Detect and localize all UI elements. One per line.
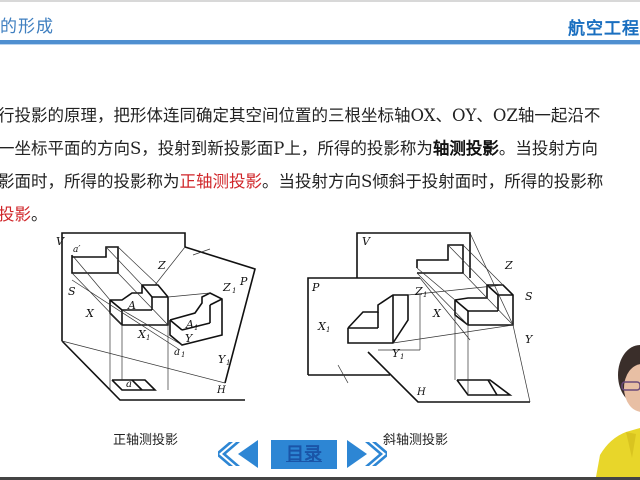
brand-label: 航空工程: [568, 19, 640, 39]
label-A1: A: [185, 318, 194, 331]
text: 一坐标平面的方向S，投射到新投影面P上，所得的投影称为: [0, 139, 433, 158]
label-Z: Z: [504, 259, 513, 272]
label-H: H: [416, 387, 426, 398]
oblique-axonometric-figure: V P Z Z 1 S X X 1 Y Y 1 H: [307, 232, 534, 403]
presenter-video: [596, 330, 640, 477]
label-H: H: [216, 385, 226, 396]
label-A1-sub: 1: [194, 324, 198, 332]
body-paragraph: 行投影的原理，把形体连同确定其空间位置的三根坐标轴OX、OY、OZ轴一起沿不 一…: [0, 99, 640, 231]
orthogonal-axonometric-figure: V a′ Z P Z 1 S A X A 1 X 1 Y a 1 Y 1 a H: [56, 232, 256, 401]
label-a1-sub: 1: [181, 351, 185, 359]
label-V: V: [56, 235, 65, 248]
caption-oblique: 斜轴测投影: [383, 433, 449, 448]
term-projection: 投影: [0, 205, 31, 224]
term-axonometric: 轴测投影: [432, 139, 499, 158]
label-Y1: Y: [392, 347, 401, 360]
text: 。当投射方向S倾斜于投射面时，所得的投影称: [262, 172, 604, 191]
paragraph-line-1: 行投影的原理，把形体连同确定其空间位置的三根坐标轴OX、OY、OZ轴一起沿不: [0, 106, 601, 125]
label-Z1: Z: [222, 281, 231, 294]
label-A: A: [127, 299, 136, 312]
paragraph-line-2: 一坐标平面的方向S，投射到新投影面P上，所得的投影称为轴测投影。当投射方向: [0, 132, 640, 165]
label-X: X: [85, 307, 95, 320]
label-Y: Y: [525, 333, 534, 346]
label-Z1-sub: 1: [423, 291, 427, 299]
double-chevron-right-icon: [347, 440, 387, 468]
label-Z1-sub: 1: [232, 287, 236, 295]
label-X: X: [432, 307, 442, 320]
top-strip: [0, 0, 640, 2]
label-X1-sub: 1: [146, 334, 150, 342]
caption-orthogonal: 正轴测投影: [113, 433, 179, 448]
label-a1: a: [174, 347, 180, 358]
label-Y1: Y: [218, 353, 227, 366]
label-X1: X: [137, 328, 147, 341]
label-S: S: [68, 285, 76, 298]
label-X1-sub: 1: [326, 326, 330, 334]
label-V: V: [362, 235, 371, 248]
prev-page-button[interactable]: [218, 440, 258, 468]
table-of-contents-button[interactable]: 目录: [271, 440, 337, 469]
label-P: P: [239, 275, 248, 288]
label-Y: Y: [185, 332, 194, 345]
label-X1: X: [317, 320, 327, 333]
text: 影面时，所得的投影称为: [0, 172, 180, 191]
text: 。: [31, 205, 48, 224]
label-Y1-sub: 1: [226, 359, 230, 367]
header-divider-light: [0, 44, 640, 45]
paragraph-line-3: 影面时，所得的投影称为正轴测投影。当投射方向S倾斜于投射面时，所得的投影称: [0, 165, 640, 198]
slide-title: 的形成: [0, 17, 54, 37]
label-Z: Z: [157, 259, 166, 272]
text: 。当投射方向: [498, 139, 598, 158]
label-S: S: [525, 290, 533, 303]
bottom-bar: [0, 477, 640, 480]
label-Z1: Z: [414, 285, 423, 298]
label-P: P: [311, 281, 320, 294]
header-divider: [0, 40, 640, 44]
paragraph-line-4: 投影。: [0, 198, 640, 231]
term-orthogonal-axonometric: 正轴测投影: [179, 172, 263, 191]
label-a: a: [126, 379, 132, 390]
label-a-prime: a′: [73, 245, 80, 255]
next-page-button[interactable]: [347, 440, 387, 468]
label-Y1-sub: 1: [400, 353, 404, 361]
double-chevron-left-icon: [218, 440, 258, 468]
